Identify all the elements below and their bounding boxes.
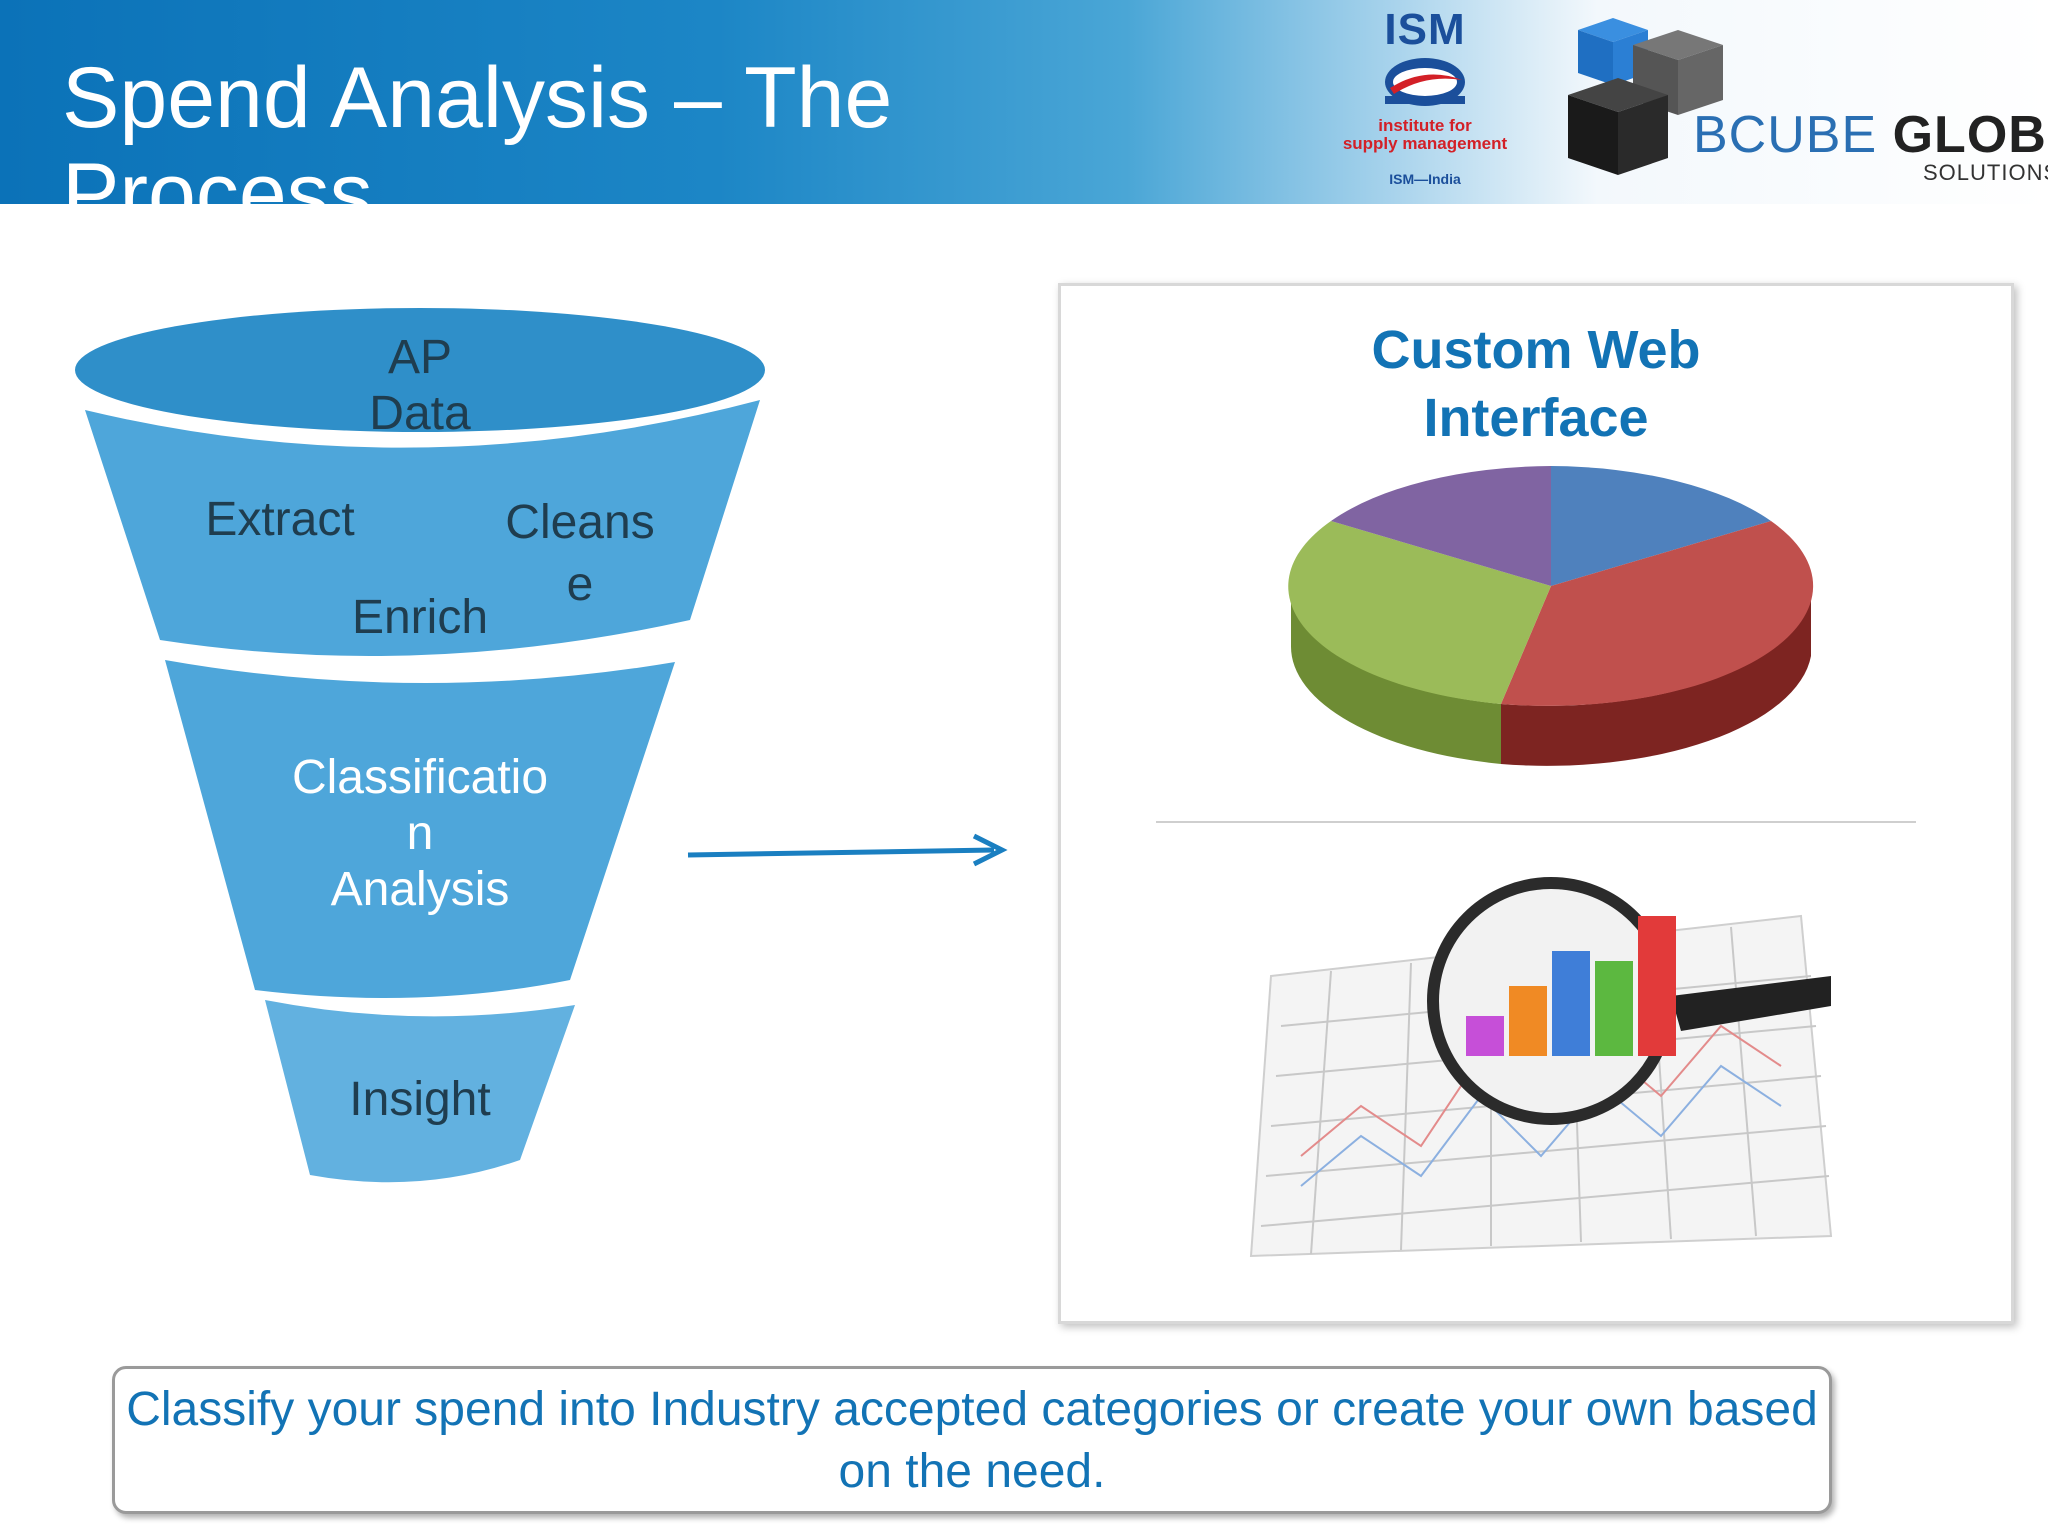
ism-subtitle-1: institute for — [1378, 116, 1472, 135]
pie-chart-illustration — [1271, 466, 1831, 801]
funnel-stage-insight — [265, 1000, 575, 1183]
caption-box: Classify your spend into Industry accept… — [112, 1366, 1832, 1514]
funnel-stage-extract — [85, 400, 760, 656]
funnel-stage-classification — [165, 660, 675, 998]
arrow-right-icon — [687, 833, 1008, 867]
header-band: Spend Analysis – The Process ISM institu… — [0, 0, 2048, 204]
label-cleanse: Cleans e — [505, 496, 655, 611]
bcube-wordmark: BCUBE GLOBAL — [1693, 105, 2048, 165]
label-classification-analysis: Classificatio n Analysis — [291, 751, 549, 916]
label-ap-data: AP Data — [369, 331, 471, 440]
custom-web-interface-panel: Custom Web Interface — [1058, 283, 2014, 1324]
slide-title: Spend Analysis – The Process — [62, 50, 893, 204]
panel-title: Custom Web Interface — [1371, 320, 1701, 448]
label-insight: Insight — [349, 1073, 491, 1126]
ism-swoosh-icon — [1385, 58, 1465, 106]
label-extract: Extract — [205, 493, 355, 546]
funnel-top-ellipse — [75, 308, 765, 432]
bcube-logo: BCUBE GLOBAL SOLUTIONS — [1558, 10, 2048, 190]
bcube-tagline: SOLUTIONS — [1923, 160, 2048, 185]
funnel-graphic — [75, 308, 765, 1183]
process-funnel: AP Data Extract Cleans e Enrich Classifi… — [60, 300, 780, 1205]
ism-logo: ISM institute for supply management ISM—… — [1330, 8, 1520, 198]
panel-divider — [1156, 821, 1916, 823]
label-enrich: Enrich — [351, 591, 489, 644]
bcube-name-1: BCUBE — [1693, 106, 1878, 164]
bcube-name-2: GLOBAL — [1892, 106, 2048, 164]
ism-region: ISM—India — [1389, 171, 1461, 187]
ism-subtitle-2: supply management — [1342, 134, 1508, 153]
ism-wordmark: ISM — [1384, 5, 1466, 54]
magnifier-chart-icon — [1249, 877, 1833, 1258]
pie-3d-icon — [1288, 466, 1814, 766]
bcube-cubes-icon — [1568, 18, 1723, 175]
magnifier-illustration — [1241, 856, 1841, 1281]
